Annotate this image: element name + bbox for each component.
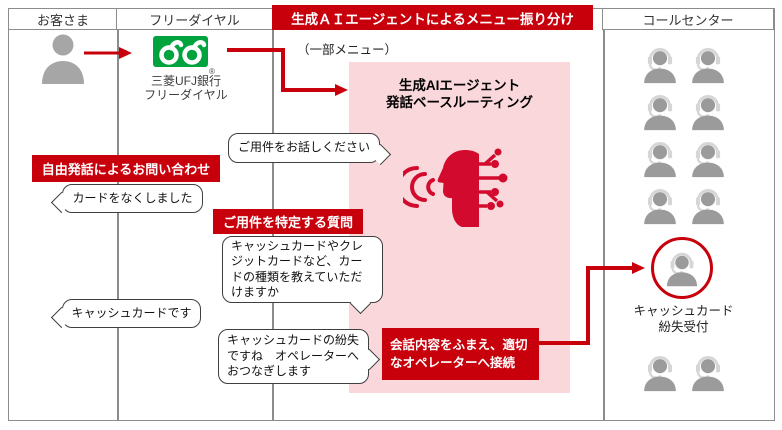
operator-icon (640, 44, 680, 84)
lane-header-freedial: フリーダイヤル (116, 8, 273, 30)
bubble-customer-cash-card: キャッシュカードです (50, 299, 201, 329)
operator-icon (640, 352, 680, 392)
person-icon (42, 34, 84, 84)
operator-icon (688, 138, 728, 178)
bubble-ai-greeting: ご用件をお話しください (228, 133, 392, 166)
operator-icon (688, 91, 728, 131)
bubble-ai-confirm-transfer: キャッシュカードの紛失ですね オペレーターへおつなぎします (218, 329, 381, 384)
partial-menu-note: （一部メニュー） (297, 43, 398, 57)
operator-icon (688, 352, 728, 392)
label-free-speech-inquiry: 自由発話によるお問い合わせ (32, 155, 220, 182)
operator-icon (688, 185, 728, 225)
cash-card-loss-desk-label: キャッシュカード 紛失受付 (633, 304, 734, 334)
lane-header-callcenter: コールセンター (602, 8, 774, 30)
label-connect-operator: 会話内容をふまえ、適切なオペレーターへ接続 (382, 328, 539, 380)
freedial-logo-icon: ® (153, 36, 215, 76)
lane-header-customer: お客さま (8, 8, 118, 30)
operator-icon (640, 185, 680, 225)
operator-icon (640, 91, 680, 131)
freedial-brand-caption: 三菱UFJ銀行 フリーダイヤル (144, 74, 228, 102)
bubble-customer-lost-card: カードをなくしました (50, 184, 203, 214)
lane-header-ai-routing: 生成ＡＩエージェントによるメニュー振り分け (272, 5, 593, 30)
ai-panel-title: 生成AIエージェント 発話ベースルーティング (385, 78, 533, 110)
ai-voice-head-icon (403, 148, 508, 227)
registered-mark: ® (209, 67, 215, 76)
selected-operator-circle (651, 237, 713, 299)
operator-icon (688, 44, 728, 84)
lane-divider (117, 30, 119, 421)
operator-icon (663, 249, 701, 287)
label-identify-question: ご用件を特定する質問 (213, 209, 363, 234)
bubble-ai-card-type-question: キャッシュカードやクレジットカードなど、カードの種類を教えていただけますか (222, 236, 383, 315)
lane-divider (603, 30, 605, 421)
operator-icon (640, 138, 680, 178)
